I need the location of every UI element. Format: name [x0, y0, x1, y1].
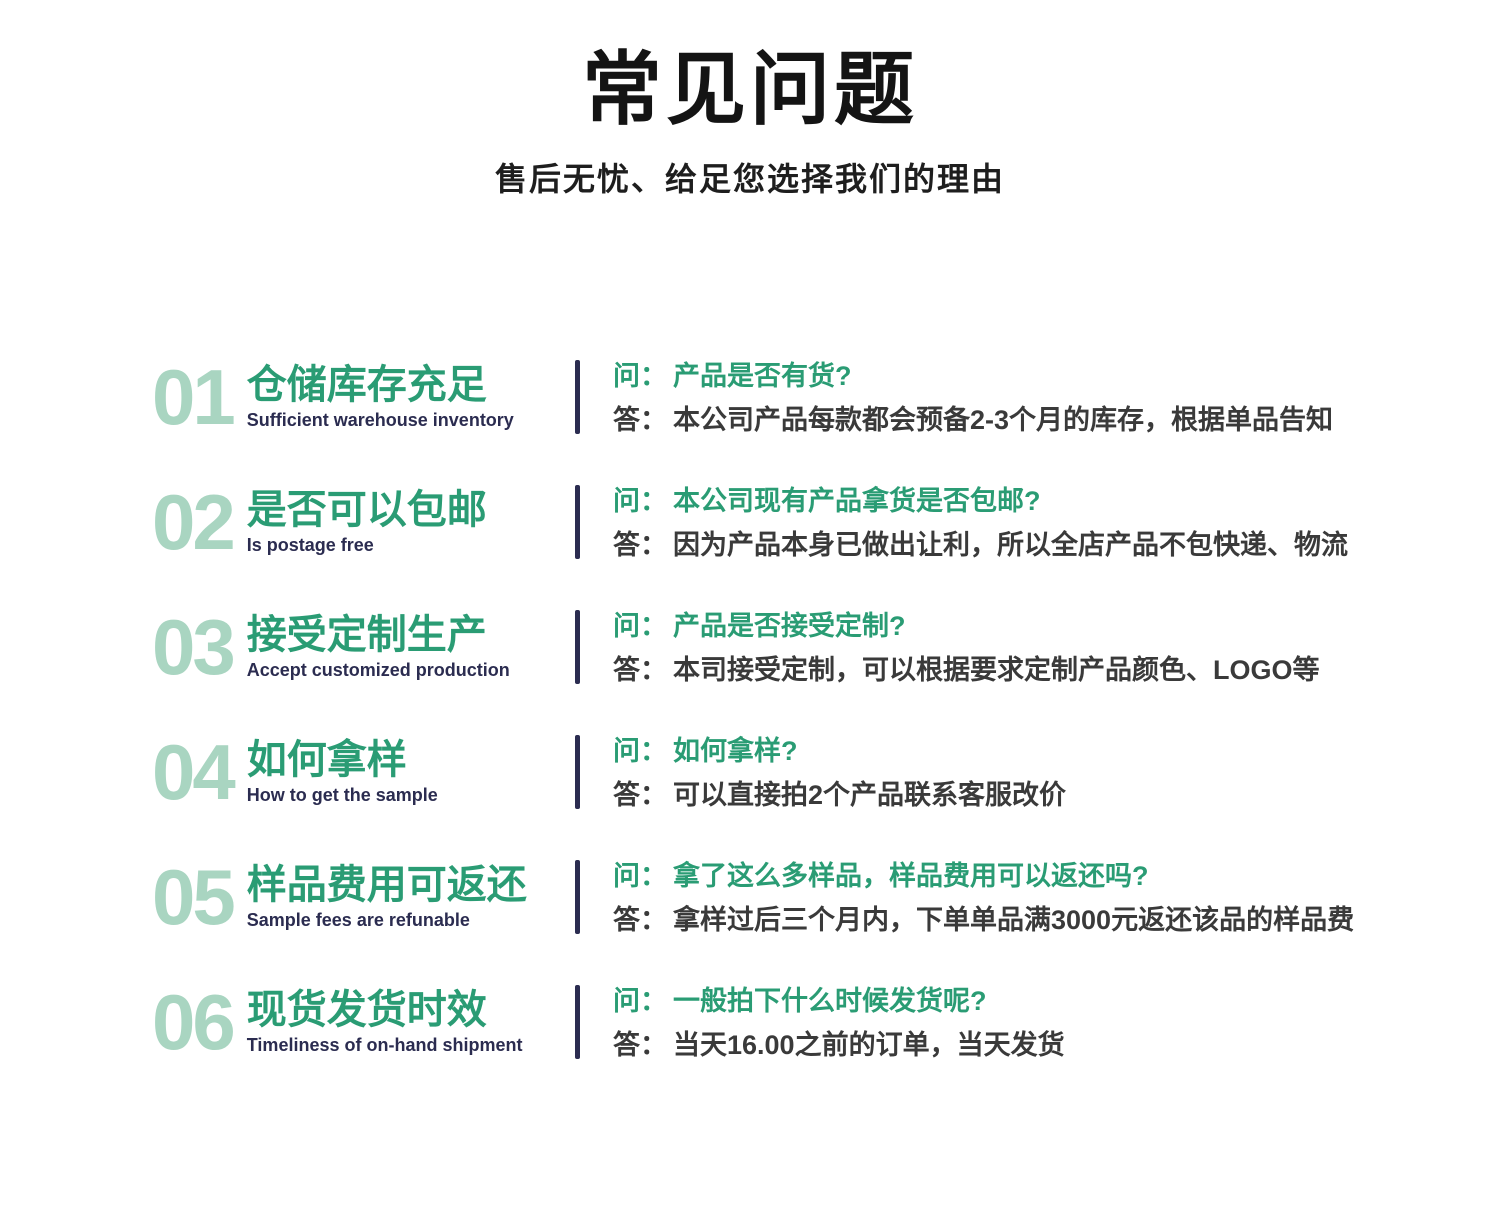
- question-line: 问：如何拿样?: [613, 735, 1066, 767]
- item-title-block: 样品费用可返还 Sample fees are refunable: [247, 864, 527, 931]
- item-number: 05: [152, 852, 236, 941]
- page-subtitle: 售后无忧、给足您选择我们的理由: [494, 161, 1005, 197]
- question-line: 问：本公司现有产品拿货是否包邮?: [613, 485, 1348, 517]
- faq-header: 常见问题 售后无忧、给足您选择我们的理由: [0, 0, 1500, 200]
- item-title: 样品费用可返还: [246, 862, 527, 907]
- answer-label: 答：: [613, 529, 667, 560]
- item-subtitle-en: Accept customized production: [246, 659, 510, 680]
- faq-item: 01 仓储库存充足 Sufficient warehouse inventory…: [152, 358, 1500, 436]
- item-number: 03: [152, 602, 236, 691]
- answer-label: 答：: [613, 404, 667, 435]
- faq-item: 02 是否可以包邮 Is postage free 问：本公司现有产品拿货是否包…: [152, 483, 1500, 561]
- faq-item-left: 06 现货发货时效 Timeliness of on-hand shipment: [152, 977, 575, 1066]
- item-title-block: 现货发货时效 Timeliness of on-hand shipment: [247, 989, 523, 1056]
- answer-text: 因为产品本身已做出让利，所以全店产品不包快递、物流: [673, 529, 1348, 560]
- qa-block: 问：如何拿样? 答：可以直接拍2个产品联系客服改价: [613, 733, 1066, 811]
- question-line: 问：产品是否接受定制?: [613, 610, 1320, 642]
- question-label: 问：: [613, 486, 667, 517]
- answer-label: 答：: [613, 904, 667, 935]
- page-title: 常见问题: [582, 45, 918, 134]
- question-text: 产品是否接受定制?: [673, 611, 906, 642]
- faq-item-left: 03 接受定制生产 Accept customized production: [152, 602, 575, 691]
- qa-block: 问：产品是否有货? 答：本公司产品每款都会预备2-3个月的库存，根据单品告知: [613, 358, 1333, 436]
- question-text: 如何拿样?: [673, 736, 798, 767]
- item-title: 现货发货时效: [246, 987, 487, 1032]
- item-number: 06: [152, 977, 236, 1066]
- answer-label: 答：: [613, 654, 667, 685]
- qa-block: 问：产品是否接受定制? 答：本司接受定制，可以根据要求定制产品颜色、LOGO等: [613, 608, 1320, 686]
- item-title: 接受定制生产: [246, 612, 487, 657]
- question-text: 拿了这么多样品，样品费用可以返还吗?: [673, 861, 1149, 892]
- faq-item-left: 02 是否可以包邮 Is postage free: [152, 477, 575, 566]
- question-label: 问：: [613, 611, 667, 642]
- qa-block: 问：本公司现有产品拿货是否包邮? 答：因为产品本身已做出让利，所以全店产品不包快…: [613, 483, 1348, 561]
- answer-text: 可以直接拍2个产品联系客服改价: [673, 779, 1067, 810]
- item-number: 02: [152, 477, 236, 566]
- faq-item-left: 05 样品费用可返还 Sample fees are refunable: [152, 852, 575, 941]
- answer-text: 拿样过后三个月内，下单单品满3000元返还该品的样品费: [673, 904, 1355, 935]
- qa-block: 问：一般拍下什么时候发货呢? 答：当天16.00之前的订单，当天发货: [613, 983, 1065, 1061]
- answer-line: 答：本公司产品每款都会预备2-3个月的库存，根据单品告知: [613, 404, 1333, 436]
- vertical-divider: [575, 860, 580, 934]
- item-subtitle-en: Timeliness of on-hand shipment: [246, 1034, 523, 1055]
- answer-label: 答：: [613, 1029, 667, 1060]
- item-number: 01: [152, 352, 236, 441]
- answer-line: 答：当天16.00之前的订单，当天发货: [613, 1029, 1065, 1061]
- item-subtitle-en: Sample fees are refunable: [246, 909, 470, 930]
- item-subtitle-en: Is postage free: [246, 534, 374, 555]
- answer-line: 答：可以直接拍2个产品联系客服改价: [613, 779, 1066, 811]
- faq-item-left: 01 仓储库存充足 Sufficient warehouse inventory: [152, 352, 575, 441]
- question-label: 问：: [613, 361, 667, 392]
- question-label: 问：: [613, 736, 667, 767]
- item-title: 仓储库存充足: [246, 362, 487, 407]
- answer-text: 本公司产品每款都会预备2-3个月的库存，根据单品告知: [673, 404, 1334, 435]
- faq-list: 01 仓储库存充足 Sufficient warehouse inventory…: [0, 358, 1500, 1061]
- answer-label: 答：: [613, 779, 667, 810]
- item-title: 是否可以包邮: [246, 487, 487, 532]
- item-title-block: 仓储库存充足 Sufficient warehouse inventory: [247, 364, 514, 431]
- vertical-divider: [575, 485, 580, 559]
- item-number: 04: [152, 727, 236, 816]
- question-label: 问：: [613, 861, 667, 892]
- vertical-divider: [575, 610, 580, 684]
- question-text: 产品是否有货?: [673, 361, 852, 392]
- answer-text: 当天16.00之前的订单，当天发货: [673, 1029, 1065, 1060]
- item-subtitle-en: How to get the sample: [246, 784, 438, 805]
- question-label: 问：: [613, 986, 667, 1017]
- answer-text: 本司接受定制，可以根据要求定制产品颜色、LOGO等: [673, 654, 1320, 685]
- question-line: 问：拿了这么多样品，样品费用可以返还吗?: [613, 860, 1354, 892]
- question-text: 本公司现有产品拿货是否包邮?: [673, 486, 1041, 517]
- question-line: 问：一般拍下什么时候发货呢?: [613, 985, 1065, 1017]
- item-subtitle-en: Sufficient warehouse inventory: [246, 409, 514, 430]
- item-title: 如何拿样: [246, 737, 407, 782]
- question-text: 一般拍下什么时候发货呢?: [673, 986, 987, 1017]
- answer-line: 答：因为产品本身已做出让利，所以全店产品不包快递、物流: [613, 529, 1348, 561]
- vertical-divider: [575, 735, 580, 809]
- item-title-block: 接受定制生产 Accept customized production: [247, 614, 510, 681]
- faq-item-left: 04 如何拿样 How to get the sample: [152, 727, 575, 816]
- vertical-divider: [575, 360, 580, 434]
- faq-item: 03 接受定制生产 Accept customized production 问…: [152, 608, 1500, 686]
- faq-item: 05 样品费用可返还 Sample fees are refunable 问：拿…: [152, 858, 1500, 936]
- item-title-block: 是否可以包邮 Is postage free: [247, 489, 487, 556]
- vertical-divider: [575, 985, 580, 1059]
- item-title-block: 如何拿样 How to get the sample: [247, 739, 438, 806]
- faq-item: 04 如何拿样 How to get the sample 问：如何拿样? 答：…: [152, 733, 1500, 811]
- qa-block: 问：拿了这么多样品，样品费用可以返还吗? 答：拿样过后三个月内，下单单品满300…: [613, 858, 1354, 936]
- answer-line: 答：拿样过后三个月内，下单单品满3000元返还该品的样品费: [613, 904, 1354, 936]
- answer-line: 答：本司接受定制，可以根据要求定制产品颜色、LOGO等: [613, 654, 1320, 686]
- question-line: 问：产品是否有货?: [613, 360, 1333, 392]
- faq-item: 06 现货发货时效 Timeliness of on-hand shipment…: [152, 983, 1500, 1061]
